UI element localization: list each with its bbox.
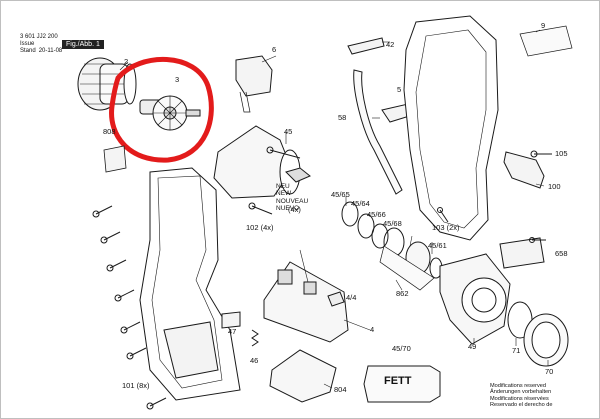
screw-102 xyxy=(248,202,273,215)
leader-lines xyxy=(119,29,549,389)
label-4x: (4x) xyxy=(288,205,301,214)
label-4-4: 4/4 xyxy=(346,293,357,302)
stand-label: Stand xyxy=(20,48,36,54)
label-49: 49 xyxy=(468,342,477,351)
part-100 xyxy=(503,151,545,189)
label-4: 4 xyxy=(370,325,375,334)
issue-label: Issue xyxy=(20,41,35,47)
part-4-4 xyxy=(327,291,345,307)
label-658: 658 xyxy=(555,249,568,258)
label-105: 105 xyxy=(555,149,568,158)
screw-658 xyxy=(529,237,546,243)
label-58: 58 xyxy=(338,113,347,122)
label-862: 862 xyxy=(396,289,409,298)
label-2: 2 xyxy=(124,57,129,66)
label-3: 3 xyxy=(175,75,180,84)
part-658 xyxy=(499,237,545,269)
label-5: 5 xyxy=(397,85,402,94)
part-42 xyxy=(347,37,385,55)
label-45-61: 45/61 xyxy=(428,241,447,250)
switch-part-6 xyxy=(235,55,273,113)
issue-date: 20-11-08 xyxy=(38,48,63,54)
label-70: 70 xyxy=(545,367,554,376)
label-45-68: 45/68 xyxy=(383,219,402,228)
part-47 xyxy=(221,311,241,329)
circuit-board-4 xyxy=(263,249,349,343)
highlight-circle xyxy=(109,57,214,163)
label-808: 808 xyxy=(103,127,116,136)
screws-101 xyxy=(92,205,167,410)
fett-label: FETT xyxy=(384,375,412,387)
housing-left xyxy=(139,167,241,401)
nose-cap-49 xyxy=(439,253,511,345)
ring-set xyxy=(341,201,443,291)
fan-gear-part xyxy=(139,95,201,131)
label-9: 9 xyxy=(541,21,546,30)
part-number: 3 601 JJ2 200 xyxy=(20,34,58,40)
label-103: 103 (2x) xyxy=(432,223,460,232)
label-45: 45 xyxy=(284,127,293,136)
screws-103 xyxy=(437,207,449,223)
part-46 xyxy=(251,329,259,347)
pad-808 xyxy=(103,145,127,173)
label-101: 101 (8x) xyxy=(122,381,150,390)
header-block: 3 601 JJ2 200 Issue Stand 20-11-08 xyxy=(20,34,62,55)
label-46: 46 xyxy=(250,356,259,365)
screw-105 xyxy=(530,150,552,158)
label-71: 71 xyxy=(512,346,521,355)
new-marker: NEU NEW NOUVEAU NUEVO xyxy=(276,183,309,213)
part-804 xyxy=(269,349,337,403)
part-58 xyxy=(353,69,403,195)
screw-45 xyxy=(266,146,301,159)
label-102: 102 (4x) xyxy=(246,223,274,232)
part-9 xyxy=(519,25,573,57)
label-6: 6 xyxy=(272,45,277,54)
grease-tube xyxy=(363,365,441,403)
modifications-notice: Modifications reserved Änderungen vorbeh… xyxy=(490,383,553,409)
label-100: 100 xyxy=(548,182,561,191)
label-45-66: 45/66 xyxy=(367,210,386,219)
ring-70 xyxy=(523,313,569,367)
label-804: 804 xyxy=(334,385,347,394)
gear-housing xyxy=(213,125,311,199)
housing-right xyxy=(403,15,499,241)
label-47: 47 xyxy=(228,327,237,336)
figure-label: Fig./Abb. 1 xyxy=(62,40,104,49)
label-42: 42 xyxy=(386,40,395,49)
label-45-70: 45/70 xyxy=(392,344,411,353)
label-45-65: 45/65 xyxy=(331,190,350,199)
label-45-64: 45/64 xyxy=(351,199,370,208)
